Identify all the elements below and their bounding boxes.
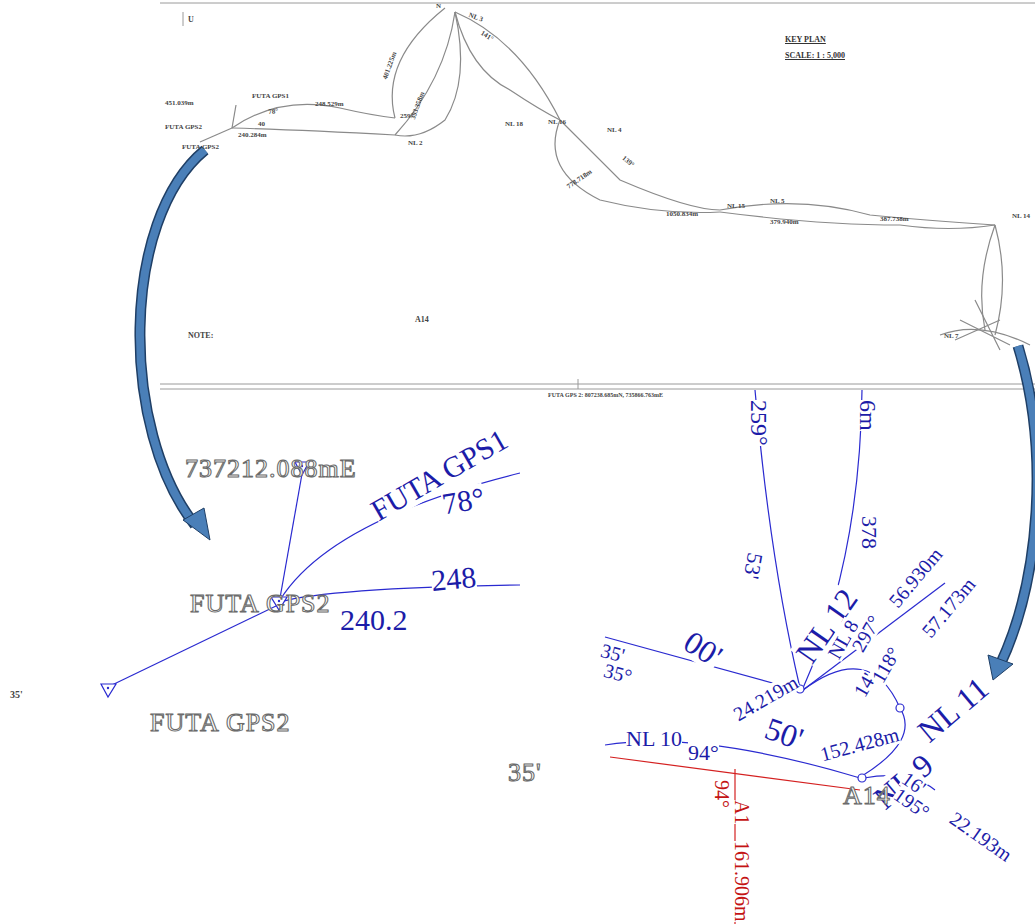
plan-title: KEY PLAN	[785, 36, 826, 44]
survey-label: 737212.088mE	[185, 456, 357, 482]
survey-label: 401.225m	[382, 51, 398, 80]
station-inset	[605, 390, 945, 924]
survey-label: 152.428m	[818, 724, 901, 764]
key-plan-traverse	[200, 8, 1030, 350]
survey-label: NL 11	[912, 671, 994, 747]
survey-label: 35'	[508, 760, 542, 786]
survey-label: 378	[858, 516, 880, 549]
survey-label: 259°	[400, 113, 413, 120]
key-plan-frame	[160, 3, 1035, 389]
survey-label: NL 5	[770, 198, 785, 205]
survey-label: NL 16	[548, 119, 566, 126]
survey-label: 451.039m	[165, 100, 194, 107]
survey-label: 248.529m	[315, 101, 344, 108]
survey-label: 259°	[747, 400, 771, 446]
survey-label: 240.2	[340, 605, 408, 635]
survey-label: 161.906m	[732, 841, 752, 922]
survey-label: 118°	[868, 644, 904, 686]
survey-label: 78°	[268, 108, 278, 116]
survey-label: NL 14	[1012, 213, 1030, 220]
survey-label: FUTA GPS 2: 807238.685mN, 735866.763mE	[548, 392, 663, 398]
survey-label: 139°	[621, 155, 636, 169]
survey-label: A1	[732, 800, 752, 824]
survey-label: NL 15	[727, 203, 745, 210]
survey-label: A14	[415, 316, 429, 324]
survey-label: U	[188, 16, 194, 24]
survey-label: NL 7	[944, 333, 959, 340]
survey-label: 78°	[440, 483, 487, 520]
survey-label: A14	[843, 783, 891, 809]
survey-label: 50'	[761, 712, 807, 755]
survey-label: FUTA GPS2	[165, 124, 202, 131]
survey-label: 56.930m	[885, 544, 946, 611]
survey-label: NOTE:	[188, 332, 213, 340]
survey-label: 6m	[856, 400, 880, 431]
survey-label: SCALE: 1 : 5,000	[785, 52, 845, 60]
survey-label: 387.738m	[880, 216, 909, 223]
survey-label: 94°	[712, 780, 732, 808]
survey-label: 57.173m	[918, 574, 979, 641]
survey-label: 22.193m	[947, 808, 1016, 865]
survey-label: FUTA GPS2	[150, 710, 291, 736]
survey-label: NL 2	[408, 140, 423, 147]
survey-label: NL 18	[505, 121, 523, 128]
survey-label: FUTA GPS2	[190, 591, 331, 617]
survey-label: 248	[430, 562, 477, 596]
survey-label: 141°	[479, 30, 494, 43]
survey-label: 297°	[848, 612, 884, 655]
survey-label: 1050.834m	[666, 211, 698, 218]
survey-label: 53'	[740, 551, 766, 580]
survey-label: 240.284m	[238, 132, 267, 139]
survey-label: N	[436, 3, 441, 10]
survey-label: 94°	[688, 742, 719, 764]
survey-label: NL 4	[607, 127, 622, 134]
survey-label: 379.940m	[770, 219, 799, 226]
survey-label: FUTA GPS1	[252, 93, 289, 100]
survey-label: NL 3	[468, 12, 484, 24]
survey-label: 35°	[602, 660, 634, 687]
survey-label: FUTA GPS1	[366, 424, 512, 526]
survey-label: 195°	[891, 784, 934, 822]
survey-label: FUTA GPS2	[182, 144, 219, 151]
survey-label: 24.219m	[730, 672, 801, 725]
survey-label: 40	[258, 121, 265, 128]
gps-inset	[101, 462, 520, 697]
zoom-arrows	[140, 150, 1035, 680]
survey-label: 00'	[679, 625, 728, 672]
survey-label: NL 10	[626, 728, 682, 750]
survey-label: 35'	[10, 690, 23, 700]
